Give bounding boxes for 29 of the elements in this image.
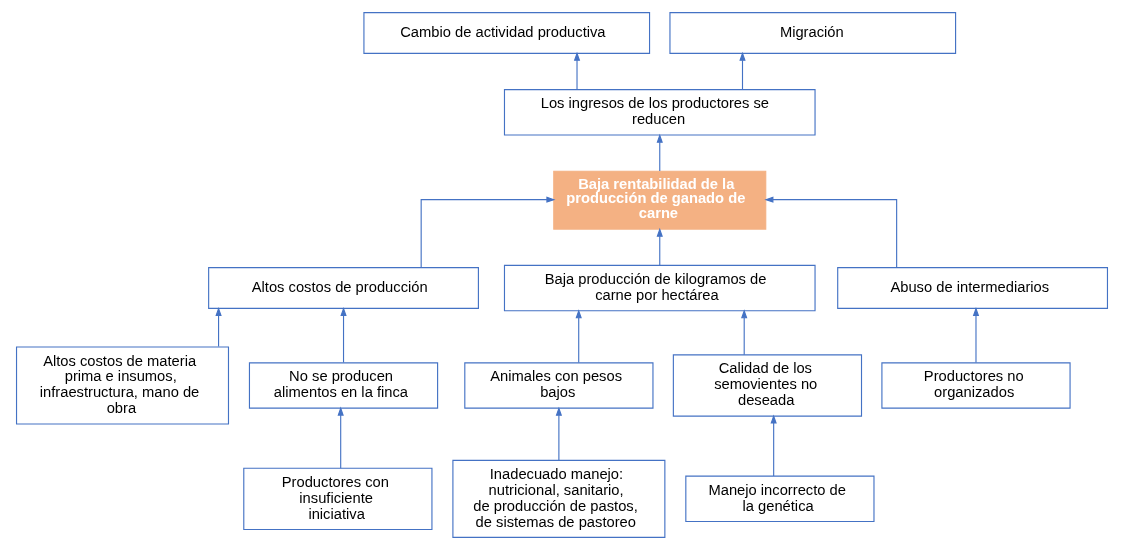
node-box: Abuso de intermediarios: [837, 267, 1109, 309]
arrow: [739, 51, 746, 90]
arrow: [340, 306, 347, 363]
arrow: [741, 309, 748, 356]
arrow: [573, 51, 581, 90]
node-box: Inadecuado manejo: nutricional, sanitario, de producción de pastos, de sistemas de pastoreo: [452, 459, 666, 538]
node-box: Calidad de los semovientes no deseada: [672, 354, 863, 417]
arrow: [972, 306, 980, 363]
arrow: [215, 306, 222, 347]
node-box: Productores con insuficiente iniciativa: [243, 467, 433, 531]
node-box: Altos costos de materia prima e insumos, infraestructura, mano de obra: [15, 346, 230, 425]
arrow: [656, 133, 663, 172]
node-box: Productores no organizados: [881, 362, 1071, 409]
arrow: [337, 406, 344, 469]
arrow: [420, 196, 556, 269]
node-box: Cambio de actividad productiva: [363, 12, 651, 54]
arrow: [770, 414, 777, 477]
node-box: Los ingresos de los productores se reducen: [503, 89, 816, 136]
node-box: Altos costos de producción: [208, 267, 479, 309]
arrow: [555, 406, 563, 461]
node-box: No se producen alimentos en la finca: [248, 362, 439, 409]
arrow: [764, 196, 898, 269]
node-box: Animales con pesos bajos: [464, 362, 654, 409]
node-box: Baja producción de kilogramos de carne por hectárea: [503, 264, 816, 312]
node-box: Baja rentabilidad de la producción de ganado de carne: [553, 170, 767, 230]
node-box: Manejo incorrecto de la genética: [685, 475, 875, 523]
arrow: [656, 227, 663, 266]
node-box: Migración: [669, 12, 957, 54]
arrow: [575, 309, 582, 363]
